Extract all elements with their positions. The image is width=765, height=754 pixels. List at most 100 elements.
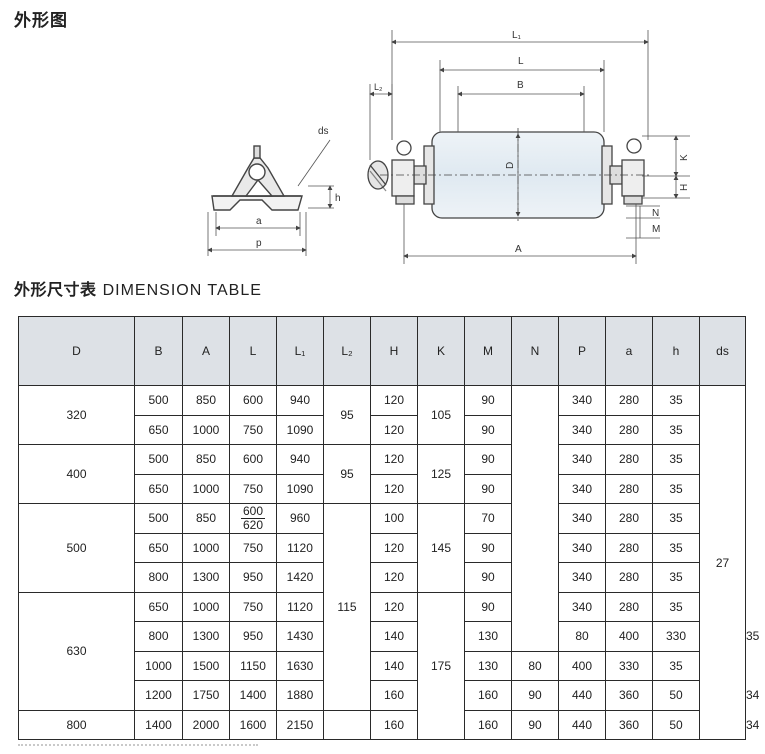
- cell-M: 160: [464, 709, 512, 740]
- cell-L1: 1880: [276, 680, 324, 711]
- cell-B: 1400: [134, 709, 183, 740]
- header-cell: D: [18, 316, 135, 386]
- cell-a: 280: [605, 385, 653, 416]
- cell-A: 850: [182, 385, 230, 416]
- cell-L: 950: [229, 621, 277, 652]
- cell-a: 330: [652, 621, 700, 652]
- cell-K: 125: [417, 444, 465, 504]
- cell-h: 35: [652, 591, 700, 622]
- cell-N: 80: [511, 650, 559, 681]
- dim-label-L2: L₂: [374, 82, 383, 92]
- table-body: 320 500 850 600 940 95 120 105 90 340 28…: [18, 385, 759, 740]
- cell-h: 50: [652, 680, 700, 711]
- cell-h: 35: [652, 444, 700, 475]
- table-row: 500 500 850 600 620 960 115 100 145 70 3…: [18, 503, 746, 711]
- cell-P: 340: [558, 414, 606, 445]
- table-row: 800 1300 950 1420 120 90 340 280 35: [19, 562, 746, 593]
- cell-L: 950: [229, 562, 277, 593]
- cell-P: 340: [558, 532, 606, 563]
- dim-label-ds: ds: [318, 126, 329, 137]
- cell-D: 320: [18, 385, 135, 445]
- cell-L: 1600: [229, 709, 277, 740]
- cell-a: 360: [605, 680, 653, 711]
- table-row: 400 500 850 600 940 95 120 125 90 340 28…: [18, 444, 746, 504]
- cell-a: 280: [605, 532, 653, 563]
- cell-H: 120: [370, 532, 418, 563]
- cell-P: 440: [558, 709, 606, 740]
- cell-A: 850: [182, 503, 230, 534]
- side-view: [211, 145, 303, 211]
- cell-a: 280: [605, 444, 653, 475]
- cell-H: 120: [370, 591, 418, 622]
- cell-A: 2000: [182, 709, 230, 740]
- table-row: 630 650 1000 750 1120 120 175 90 340 280…: [18, 591, 746, 740]
- dimension-table-heading: 外形尺寸表 DIMENSION TABLE: [14, 276, 262, 300]
- cell-B: 1000: [134, 650, 183, 681]
- cell-L1: 1120: [276, 532, 324, 563]
- cell-D: 800: [18, 709, 135, 740]
- dim-label-K: K: [679, 154, 690, 161]
- side-view-dimensions: [207, 139, 334, 256]
- cell-P: 340: [558, 562, 606, 593]
- cell-H: 160: [370, 709, 418, 740]
- cell-P: 440: [558, 680, 606, 711]
- cell-h: 50: [652, 709, 700, 740]
- cell-h: 35: [652, 532, 700, 563]
- cell-L1: 1090: [276, 473, 324, 504]
- cell-h: 35: [652, 414, 700, 445]
- cell-K: 175: [417, 591, 465, 740]
- cell-A: 1750: [182, 680, 230, 711]
- dimension-table-heading-en: DIMENSION TABLE: [102, 282, 262, 299]
- dimension-table: D B A L L₁ L₂ H K M N P a h ds 320 500 8…: [18, 316, 759, 740]
- header-cell: N: [511, 316, 559, 386]
- cell-A: 1000: [182, 473, 230, 504]
- cell-L: 1400: [229, 680, 277, 711]
- cell-H: 160: [370, 680, 418, 711]
- cell-L2: 115: [323, 503, 371, 711]
- cell-A: 1500: [182, 650, 230, 681]
- cell-B: 500: [134, 444, 183, 475]
- cell-h: 35: [652, 503, 700, 534]
- table-row: 320 500 850 600 940 95 120 105 90 340 28…: [18, 385, 746, 740]
- header-cell: a: [605, 316, 653, 386]
- cell-a: 280: [605, 473, 653, 504]
- table-row: 1200 1750 1400 1880 160 160 90 440 360 5…: [19, 680, 759, 711]
- outline-drawing: ds h a p: [207, 30, 690, 264]
- cell-A: 1000: [182, 532, 230, 563]
- cell-B: 800: [134, 621, 183, 652]
- cell-H: 120: [370, 473, 418, 504]
- dim-label-a: a: [256, 216, 262, 227]
- cell-M: 90: [464, 444, 512, 475]
- cell-L1: 960: [276, 503, 324, 534]
- cell-A: 1300: [182, 621, 230, 652]
- header-cell: L₁: [276, 316, 324, 386]
- outline-drawing-heading: 外形图: [14, 11, 68, 31]
- table-row: 650 1000 750 1090 120 90 340 280 35: [19, 414, 746, 445]
- cell-L: 750: [229, 414, 277, 445]
- header-row: D B A L L₁ L₂ H K M N P a h ds: [18, 316, 746, 386]
- cell-P: 340: [558, 385, 606, 416]
- cell-M: 90: [464, 562, 512, 593]
- cell-B: 800: [134, 562, 183, 593]
- table-row: 800 1400 2000 1600 2150 160 160 90 440 3…: [18, 709, 759, 740]
- dim-label-L1: L₁: [512, 30, 522, 41]
- cell-A: 850: [182, 444, 230, 475]
- cell-A: 1300: [182, 562, 230, 593]
- dim-label-M: M: [652, 224, 660, 235]
- header-cell: L: [229, 316, 277, 386]
- cell-L: 600 620: [229, 503, 277, 534]
- cell-B: 500: [134, 503, 183, 534]
- cell-P: 340: [558, 473, 606, 504]
- cell-L: 1150: [229, 650, 277, 681]
- cell-h: 35: [652, 650, 700, 681]
- cell-D: 400: [18, 444, 135, 504]
- cell-L: 750: [229, 591, 277, 622]
- cell-ds: 27: [699, 385, 746, 740]
- cell-P: 340: [558, 444, 606, 475]
- cell-M: 90: [464, 473, 512, 504]
- cell-M: 130: [464, 621, 512, 652]
- cell-N: [511, 385, 559, 652]
- dim-label-H: H: [679, 184, 690, 191]
- header-cell: M: [464, 316, 512, 386]
- cell-L: 600: [229, 444, 277, 475]
